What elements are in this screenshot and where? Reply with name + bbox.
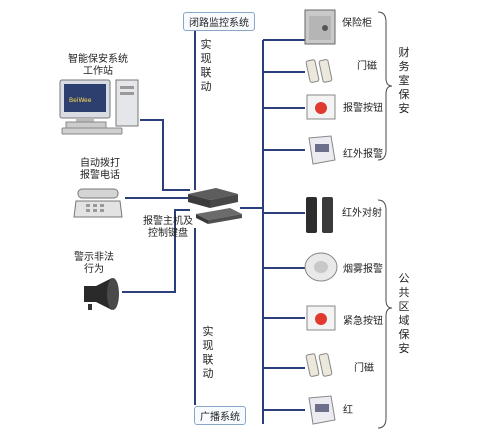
alarm-label: 警示非法 行为	[74, 252, 114, 275]
alarm-button-icon-finance	[305, 93, 337, 125]
device-label-last: 红	[343, 405, 353, 416]
device-label-smoke: 烟雾报警	[343, 264, 383, 275]
door-magnet-icon-public	[305, 350, 337, 384]
safe-icon	[303, 8, 337, 50]
alarm-host-icon	[186, 186, 244, 232]
siren-icon	[80, 276, 124, 316]
workstation-label: 智能保安系统 工作站	[68, 54, 128, 77]
group-public-label: 公共区域保安	[398, 272, 410, 355]
device-label-ir-beam: 红外对射	[342, 208, 382, 219]
host-label: 报警主机及 控制键盘	[143, 216, 193, 239]
phone-label: 自动拨打 报警电话	[80, 158, 120, 181]
device-label-infrared: 红外报警	[343, 149, 383, 160]
workstation-icon	[58, 78, 142, 140]
smoke-detector-icon	[303, 250, 339, 288]
device-label-emergency: 紧急按钮	[343, 316, 383, 327]
monitor-brand: BeiWee	[69, 97, 92, 104]
emergency-button-icon	[305, 304, 337, 336]
infrared-detector-icon-2	[305, 394, 339, 430]
phone-icon	[72, 185, 124, 225]
door-magnet-icon-finance	[305, 56, 337, 90]
broadcast-system-label: 广播系统	[194, 406, 246, 425]
group-finance-label: 财务室保安	[398, 46, 410, 115]
infrared-detector-icon	[305, 134, 339, 170]
device-label-door-magnet-2: 门磁	[354, 363, 374, 374]
device-label-door-magnet: 门磁	[357, 61, 377, 72]
link-bottom-text: 实现联动	[202, 325, 214, 380]
infrared-beam-icon	[303, 195, 337, 239]
device-label-safe: 保险柜	[342, 18, 372, 29]
cctv-system-label: 闭路监控系统	[183, 12, 255, 31]
link-top-text: 实现联动	[200, 38, 212, 93]
device-label-alarm-button: 报警按钮	[343, 103, 383, 114]
